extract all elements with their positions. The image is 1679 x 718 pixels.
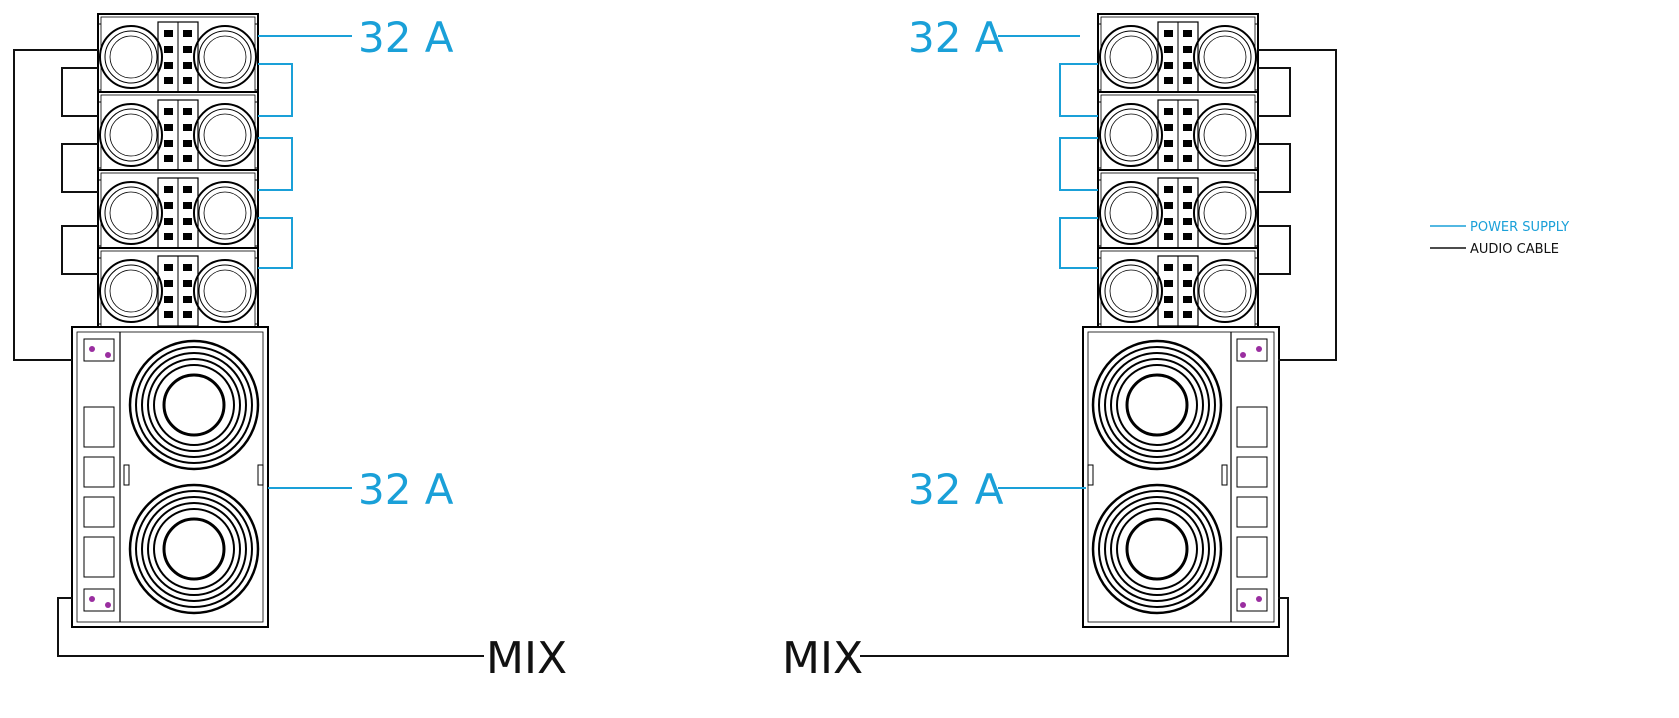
left-line-array-module-4 <box>97 247 259 335</box>
left-top-power-label: 32 A <box>358 13 454 62</box>
left-line-array-module-3 <box>97 169 259 257</box>
right-speaker-stack <box>1081 13 1281 629</box>
right-power-cables <box>998 35 1098 489</box>
right-subwoofer <box>1081 325 1281 629</box>
right-mix-label: MIX <box>782 633 863 684</box>
right-audio-cables <box>860 49 1337 657</box>
left-mix-label: MIX <box>486 633 567 684</box>
right-line-array-module-4 <box>1097 247 1259 335</box>
left-subwoofer <box>70 325 270 629</box>
legend: POWER SUPPLY AUDIO CABLE <box>1430 220 1569 257</box>
left-audio-cables <box>13 49 484 657</box>
left-sub-power-label: 32 A <box>358 465 454 514</box>
right-line-array-module-2 <box>1097 91 1259 179</box>
left-power-cables <box>258 35 352 489</box>
left-speaker-stack <box>70 13 270 629</box>
left-line-array-module-2 <box>97 91 259 179</box>
right-line-array-module-1 <box>1097 13 1259 101</box>
right-top-power-label: 32 A <box>908 13 1004 62</box>
right-sub-power-label: 32 A <box>908 465 1004 514</box>
legend-power-supply-label: POWER SUPPLY <box>1470 220 1569 235</box>
legend-audio-cable-label: AUDIO CABLE <box>1470 242 1559 257</box>
right-line-array-module-3 <box>1097 169 1259 257</box>
left-line-array-module-1 <box>97 13 259 101</box>
